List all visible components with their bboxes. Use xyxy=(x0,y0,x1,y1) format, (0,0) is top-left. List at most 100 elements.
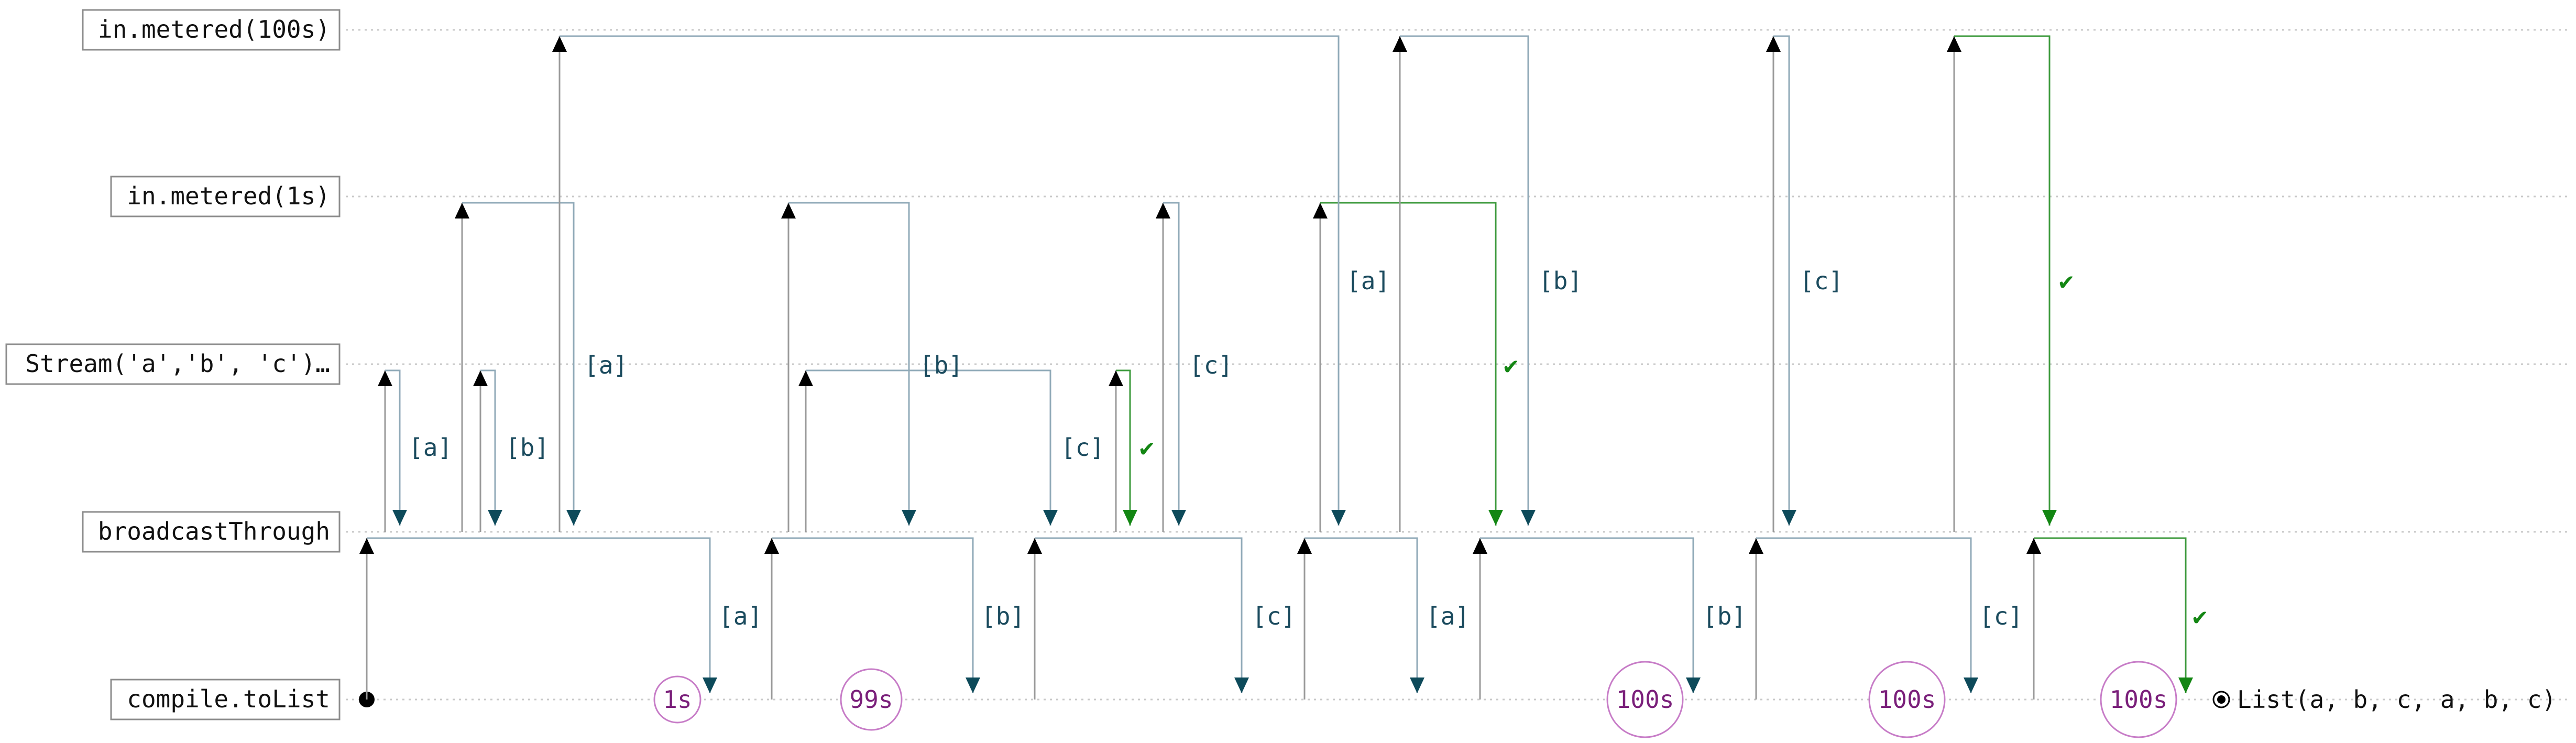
return-label: [b] xyxy=(919,351,963,379)
return-label: [a] xyxy=(1346,267,1390,295)
call-arrow xyxy=(2026,538,2041,554)
wait-label: 100s xyxy=(1878,685,1936,714)
return-arrow xyxy=(703,678,717,693)
lane-label-metered1: in.metered(1s) xyxy=(127,182,330,210)
call-arrow xyxy=(781,203,796,218)
return-label: [c] xyxy=(1979,602,2023,630)
call-arrow xyxy=(1156,203,1170,218)
return-arrow xyxy=(1123,510,1137,526)
return-label: [a] xyxy=(719,602,762,630)
return-label: ✔ xyxy=(1504,351,1518,379)
return-line xyxy=(1116,369,1131,526)
call-arrow xyxy=(1766,36,1781,52)
wait-circle xyxy=(840,668,903,731)
lane-box-metered100 xyxy=(82,9,341,51)
wait-label: 100s xyxy=(2110,685,2168,714)
wait-label: 100s xyxy=(1616,685,1674,714)
return-label: [c] xyxy=(1800,267,1843,295)
return-label: [b] xyxy=(981,602,1025,630)
wait-label: 99s xyxy=(849,685,893,714)
return-arrow xyxy=(966,678,980,693)
return-line xyxy=(1163,202,1180,526)
return-line xyxy=(1400,35,1529,526)
call-arrow xyxy=(1749,538,1763,554)
return-label: [a] xyxy=(584,351,628,379)
call-arrow xyxy=(359,538,374,554)
return-arrow xyxy=(566,510,581,526)
lane-label-compile: compile.toList xyxy=(127,685,330,713)
return-arrow xyxy=(1521,510,1536,526)
return-arrow xyxy=(1782,510,1796,526)
call-arrow xyxy=(1473,538,1487,554)
call-arrow xyxy=(764,538,779,554)
return-line xyxy=(1756,537,1972,693)
return-label: [b] xyxy=(506,433,549,462)
return-line xyxy=(1305,537,1418,693)
return-arrow xyxy=(392,510,407,526)
return-label: [a] xyxy=(1426,602,1470,630)
return-line xyxy=(788,202,910,526)
lane-label-stream: Stream('a','b', 'c')… xyxy=(25,349,330,378)
return-line xyxy=(1035,537,1243,693)
wait-label: 1s xyxy=(663,685,692,714)
result-icon-dot xyxy=(2217,695,2226,704)
return-arrow xyxy=(2178,678,2193,693)
return-line xyxy=(462,202,575,526)
return-arrow xyxy=(2042,510,2057,526)
call-arrow xyxy=(473,370,488,386)
call-arrow xyxy=(1109,370,1123,386)
return-line xyxy=(1320,202,1497,526)
lane-box-broadcast xyxy=(82,511,341,553)
return-label: ✔ xyxy=(1139,433,1154,462)
call-arrow xyxy=(1313,203,1328,218)
return-line xyxy=(367,537,711,693)
call-arrow xyxy=(1393,36,1407,52)
wait-circle xyxy=(1606,661,1684,738)
call-arrow xyxy=(1027,538,1042,554)
return-label: [b] xyxy=(1539,267,1582,295)
return-line xyxy=(480,369,496,526)
return-arrow xyxy=(1410,678,1424,693)
return-label: ✔ xyxy=(2193,602,2207,630)
return-arrow xyxy=(1964,678,1978,693)
return-arrow xyxy=(1043,510,1058,526)
return-line xyxy=(772,537,974,693)
lane-box-compile xyxy=(110,679,341,720)
result-text: List(a, b, c, a, b, c) xyxy=(2237,685,2556,714)
return-arrow xyxy=(1488,510,1503,526)
lane-label-metered100: in.metered(100s) xyxy=(98,15,330,43)
return-line xyxy=(2034,537,2187,693)
call-arrow xyxy=(798,370,813,386)
call-arrow xyxy=(552,36,567,52)
return-line xyxy=(806,369,1051,526)
call-arrow xyxy=(455,203,469,218)
return-line xyxy=(385,369,401,526)
return-arrow xyxy=(488,510,502,526)
return-label: [c] xyxy=(1252,602,1296,630)
lane-box-stream xyxy=(5,343,341,385)
wait-circle xyxy=(2100,661,2177,738)
wait-circle xyxy=(653,675,701,724)
call-arrow xyxy=(1297,538,1312,554)
return-arrow xyxy=(1171,510,1186,526)
return-arrow xyxy=(1234,678,1249,693)
return-arrow xyxy=(902,510,916,526)
wait-circle xyxy=(1868,661,1946,738)
lane-box-metered1 xyxy=(110,176,341,217)
return-label: [b] xyxy=(1703,602,1746,630)
return-arrow xyxy=(1686,678,1701,693)
return-line xyxy=(1773,35,1790,526)
return-label: [c] xyxy=(1189,351,1233,379)
call-arrow xyxy=(1947,36,1961,52)
return-line xyxy=(560,35,1340,526)
lane-label-broadcast: broadcastThrough xyxy=(98,517,330,545)
return-label: ✔ xyxy=(2059,267,2074,295)
return-label: [a] xyxy=(409,433,452,462)
return-label: [c] xyxy=(1061,433,1104,462)
call-arrow xyxy=(378,370,392,386)
return-line xyxy=(1954,35,2051,526)
return-arrow xyxy=(1331,510,1346,526)
return-line xyxy=(1480,537,1694,693)
